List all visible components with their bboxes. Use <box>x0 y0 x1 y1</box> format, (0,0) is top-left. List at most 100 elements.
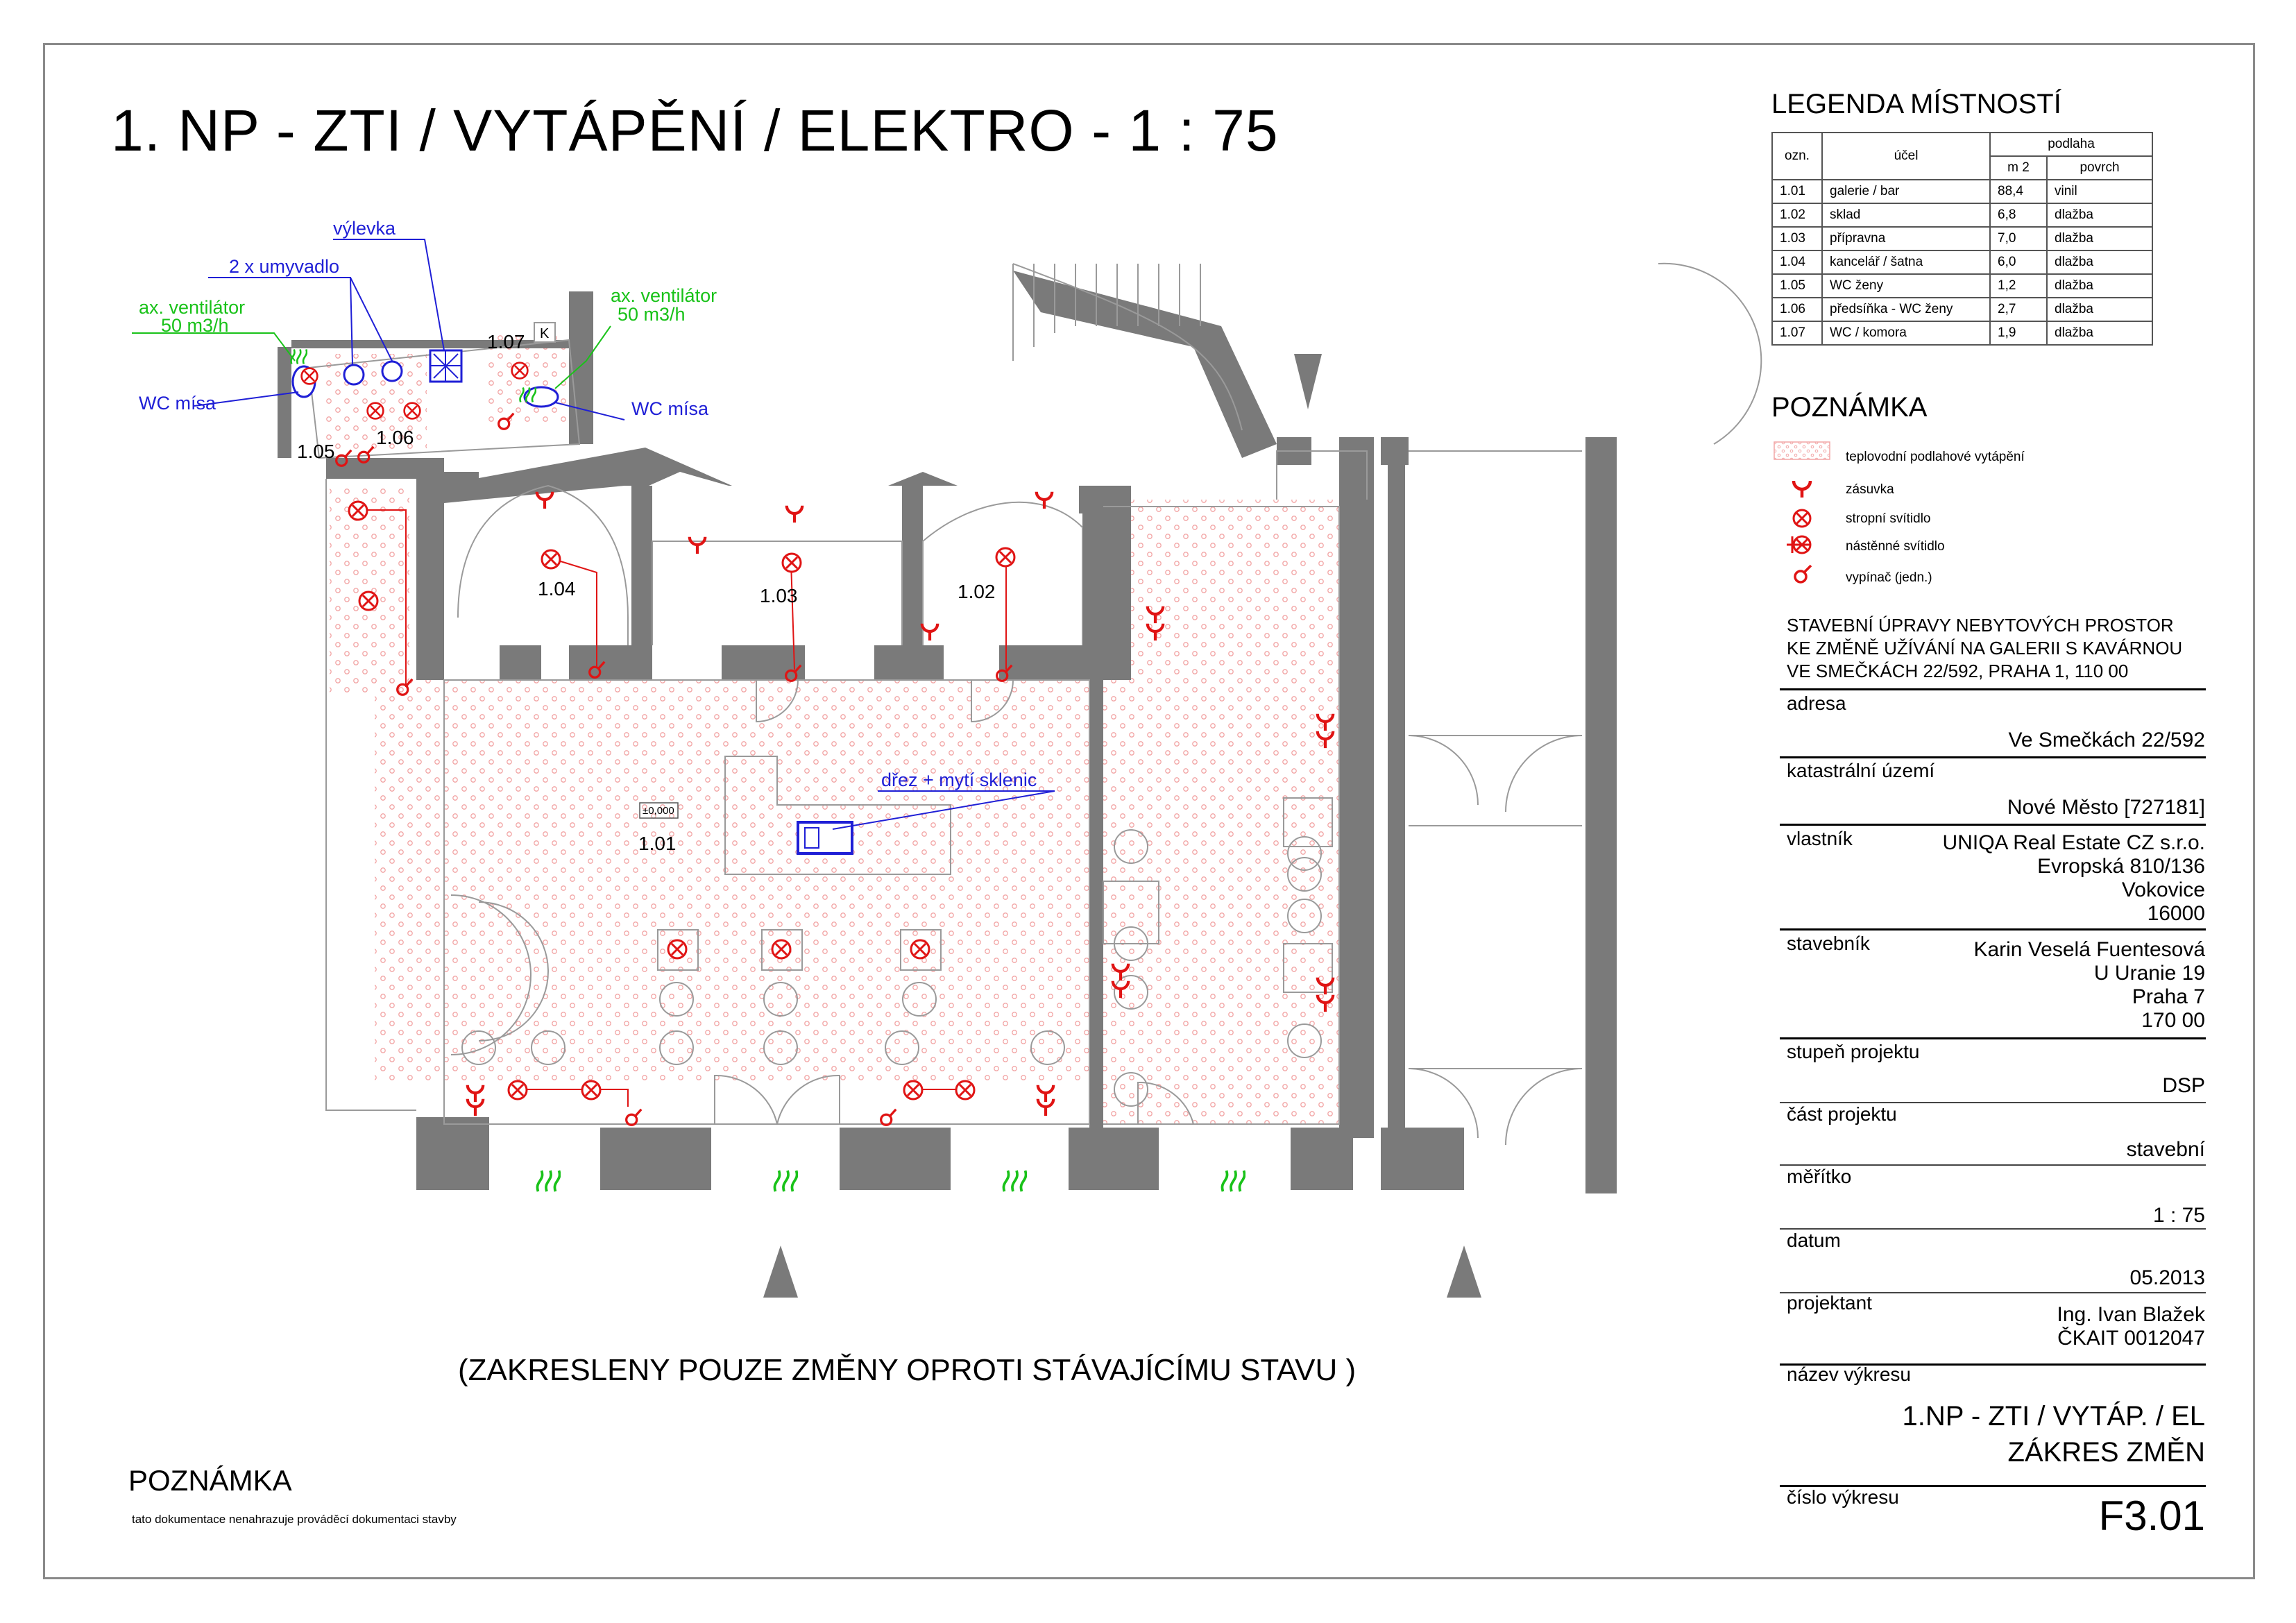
drawing-title: 1. NP - ZTI / VYTÁPĚNÍ / ELEKTRO - 1 : 7… <box>111 98 1279 163</box>
vlastnik-label: vlastník <box>1787 828 1853 849</box>
stavebnik-line: U Uranie 19 <box>2093 962 2205 985</box>
room-label-1-05: 1.05 <box>297 441 335 462</box>
adresa-label: adresa <box>1787 692 1846 714</box>
cell-povrch: dlažba <box>2046 226 2153 251</box>
cell-ozn: 1.03 <box>1771 226 1823 251</box>
projektant-line: ČKAIT 0012047 <box>2057 1327 2205 1350</box>
room-label-1-06: 1.06 <box>376 427 414 448</box>
cell-povrch: dlažba <box>2046 297 2153 322</box>
col-ucel: účel <box>1821 132 1991 180</box>
cell-m2: 6,8 <box>1989 203 2048 228</box>
room-label-1-03: 1.03 <box>760 585 798 606</box>
vlastnik-line: Vokovice <box>2121 878 2205 901</box>
walls <box>278 271 1617 1193</box>
annotation-drez: dřez + mytí sklenic <box>881 770 1037 790</box>
cell-m2: 6,0 <box>1989 250 2048 275</box>
vlastnik-line: UNIQA Real Estate CZ s.r.o. <box>1942 831 2205 854</box>
poznamka-heading: POZNÁMKA <box>1771 392 1928 423</box>
katastr-label: katastrální území <box>1787 760 1935 781</box>
legend-label-socket: zásuvka <box>1846 482 1894 497</box>
cell-ucel: přípravna <box>1821 226 1991 251</box>
projektant-label: projektant <box>1787 1292 1872 1314</box>
adresa-value: Ve Smečkách 22/592 <box>2008 729 2205 751</box>
cell-ozn: 1.06 <box>1771 297 1823 322</box>
room-label-1-02: 1.02 <box>958 581 996 602</box>
divider <box>1780 1102 2206 1103</box>
stavebnik-line: Praha 7 <box>2132 985 2205 1008</box>
katastr-value: Nové Město [727181] <box>2007 796 2205 819</box>
drawing-number: F3.01 <box>2098 1493 2205 1539</box>
heating-floor-area <box>326 333 1346 1124</box>
cell-ozn: 1.07 <box>1771 321 1823 346</box>
stavebnik-value: Karin Veselá Fuentesová U Uranie 19 Prah… <box>1973 938 2205 1033</box>
cell-povrch: dlažba <box>2046 273 2153 298</box>
section-marks <box>763 354 1481 1298</box>
divider <box>1780 1363 2206 1366</box>
legend-label-wall-light: nástěnné svítidlo <box>1846 539 1945 554</box>
interior-lines <box>307 262 1762 1146</box>
divider <box>1780 824 2206 826</box>
meritko-label: měřítko <box>1787 1166 1852 1187</box>
stavebnik-line: 170 00 <box>2141 1009 2205 1032</box>
symbol-legend <box>1774 441 1830 584</box>
legend-label-ceiling-light: stropní svítidlo <box>1846 511 1931 526</box>
divider <box>1780 1228 2206 1230</box>
datum-label: datum <box>1787 1230 1841 1251</box>
drawing-name: 1.NP - ZTI / VYTÁP. / EL ZÁKRES ZMĚN <box>1903 1398 2205 1470</box>
cell-m2: 7,0 <box>1989 226 2048 251</box>
col-m2: m 2 <box>1989 155 2048 180</box>
cell-m2: 88,4 <box>1989 179 2048 204</box>
cell-ucel: WC / komora <box>1821 321 1991 346</box>
annotation-vent-left-2: 50 m3/h <box>161 315 229 336</box>
stupen-value: DSP <box>2162 1074 2205 1097</box>
legend-label-heating: teplovodní podlahové vytápění <box>1846 450 2025 464</box>
room-label-1-01: 1.01 <box>638 833 677 854</box>
wall-light-icon <box>1787 535 1812 554</box>
project-line: VE SMEČKÁCH 22/592, PRAHA 1, 110 00 <box>1787 661 2129 681</box>
datum-value: 05.2013 <box>2129 1266 2205 1289</box>
cell-ucel: WC ženy <box>1821 273 1991 298</box>
cell-povrch: dlažba <box>2046 250 2153 275</box>
ceiling-light-icon <box>1792 509 1812 528</box>
socket-icon <box>1792 480 1812 498</box>
cast-value: stavební <box>2126 1138 2205 1161</box>
cell-ucel: kancelář / šatna <box>1821 250 1991 275</box>
divider <box>1780 1292 2206 1293</box>
annotation-umyvadlo: 2 x umyvadlo <box>229 256 339 277</box>
drawing-name-line: ZÁKRES ZMĚN <box>2007 1437 2205 1468</box>
stavebnik-line: Karin Veselá Fuentesová <box>1973 938 2205 961</box>
leader-lines <box>132 239 1055 830</box>
cell-ucel: sklad <box>1821 203 1991 228</box>
projektant-line: Ing. Ivan Blažek <box>2057 1303 2205 1326</box>
col-ozn: ozn. <box>1771 132 1823 180</box>
cislo-label: číslo výkresu <box>1787 1486 1899 1508</box>
legend-label-switch: vypínač (jedn.) <box>1846 570 1932 585</box>
vlastnik-line: 16000 <box>2147 902 2205 925</box>
vlastnik-line: Evropská 810/136 <box>2037 855 2205 878</box>
cell-ucel: galerie / bar <box>1821 179 1991 204</box>
drawing-name-line: 1.NP - ZTI / VYTÁP. / EL <box>1902 1401 2205 1431</box>
annotation-vent-right-1: ax. ventilátor <box>611 285 717 306</box>
col-podlaha: podlaha <box>1989 132 2153 157</box>
cell-povrch: vinil <box>2046 179 2153 204</box>
cell-ozn: 1.02 <box>1771 203 1823 228</box>
project-title: STAVEBNÍ ÚPRAVY NEBYTOVÝCH PROSTOR KE ZM… <box>1787 614 2182 683</box>
divider <box>1780 1485 2206 1487</box>
legend-heading: LEGENDA MÍSTNOSTÍ <box>1771 89 2061 119</box>
room-label-1-04: 1.04 <box>538 578 576 600</box>
bottom-note-text: tato dokumentace nenahrazuje prováděcí d… <box>132 1513 457 1526</box>
project-line: STAVEBNÍ ÚPRAVY NEBYTOVÝCH PROSTOR <box>1787 615 2174 636</box>
project-line: KE ZMĚNĚ UŽÍVÁNÍ NA GALERII S KAVÁRNOU <box>1787 638 2183 658</box>
cafe-furniture <box>461 797 1333 1107</box>
heating-hatch-icon <box>1774 441 1830 460</box>
meritko-value: 1 : 75 <box>2152 1204 2205 1227</box>
cell-ozn: 1.04 <box>1771 250 1823 275</box>
